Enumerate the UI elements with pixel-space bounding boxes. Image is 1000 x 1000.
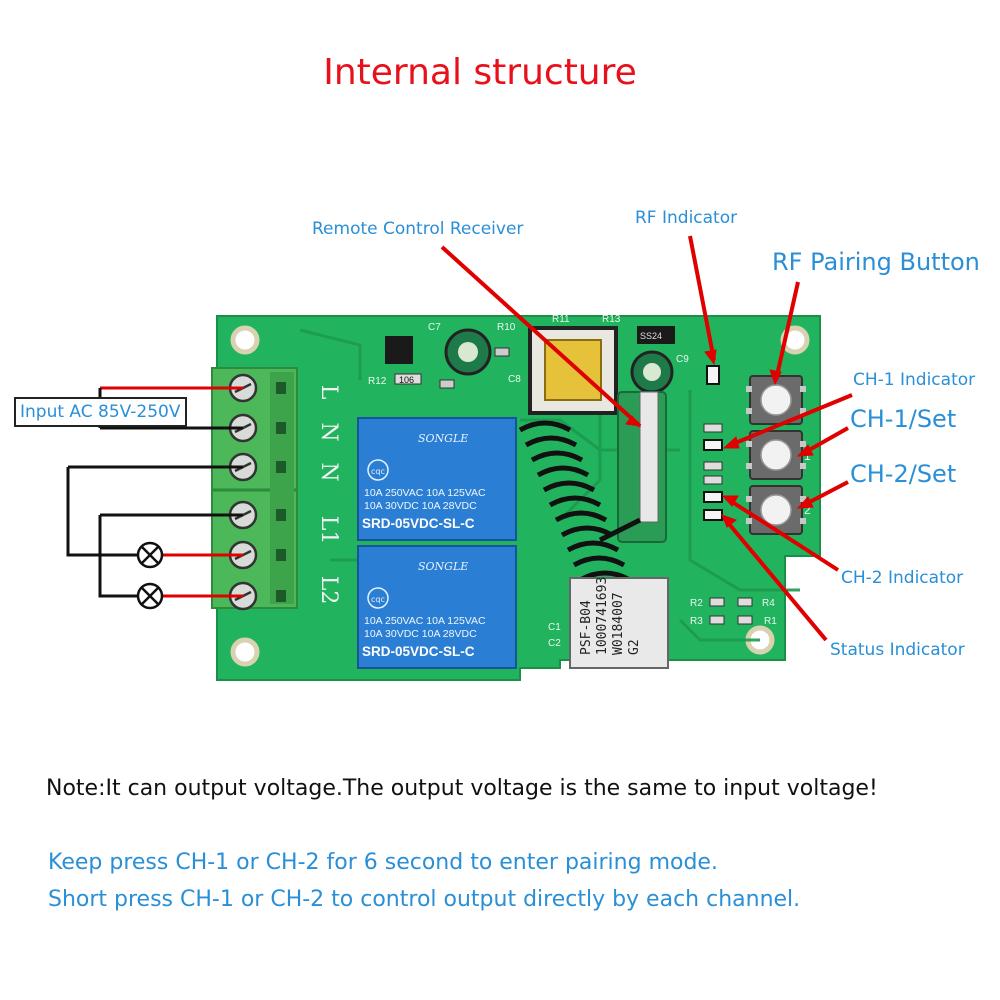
component-ref: R4: [762, 598, 775, 609]
chip-marking: G2: [627, 639, 642, 655]
relay-cert-mark: cqc: [371, 467, 385, 476]
instruction-short-press: Short press CH-1 or CH-2 to control outp…: [48, 887, 801, 912]
label-rf-pairing-button: RF Pairing Button: [772, 248, 980, 276]
pointer-status-indicator: [722, 516, 828, 642]
component-ref: R2: [690, 598, 703, 609]
pointer-lines: [440, 235, 853, 642]
status-indicator-led: [703, 509, 723, 521]
ch2-indicator-led: [703, 491, 723, 503]
button-mark: 2: [804, 503, 811, 517]
label-ch2-set: CH-2/Set: [850, 460, 957, 488]
lamp-l1: [136, 541, 164, 569]
terminal-silk-label: N: [316, 422, 341, 441]
component-ref: R12: [368, 376, 387, 387]
relay-model: SRD-05VDC-SL-C: [362, 516, 475, 531]
receiver-module: [617, 391, 667, 543]
leds: [703, 365, 753, 625]
instruction-pairing: Keep press CH-1 or CH-2 for 6 second to …: [48, 850, 718, 875]
wiring: [66, 386, 243, 598]
component-ref: R3: [690, 616, 703, 627]
terminal-silk-label: N: [316, 462, 341, 481]
relay-cert-mark: cqc: [371, 595, 385, 604]
terminal-silk-label: L2: [316, 576, 341, 605]
button-mark: 1: [804, 449, 811, 463]
antenna-coil: [518, 420, 642, 583]
pointer-ch1-indicator: [727, 393, 853, 448]
diode: [637, 326, 675, 344]
ch1-indicator-led: [703, 439, 723, 451]
component-ref: C9: [676, 354, 689, 365]
component-ref: R11: [552, 314, 570, 325]
component-ref: C2: [548, 638, 561, 649]
component-ref: R13: [602, 314, 621, 325]
label-status-indicator: Status Indicator: [830, 640, 965, 660]
relay-rating: 10A 250VAC 10A 125VAC: [364, 487, 486, 499]
relay-rating: 10A 250VAC 10A 125VAC: [364, 615, 486, 627]
pointer-rf-pairing: [774, 281, 800, 381]
label-remote-control-receiver: Remote Control Receiver: [312, 219, 524, 239]
relay-rating: 10A 30VDC 10A 28VDC: [364, 500, 477, 512]
common-wire: [98, 513, 243, 598]
chip-marking: PSF-B04: [579, 600, 594, 655]
neutral-wire: [66, 465, 243, 557]
pcb-mark: SS24: [640, 331, 662, 341]
component-ref: R1: [764, 616, 777, 627]
label-ch1-indicator: CH-1 Indicator: [853, 370, 976, 390]
relay-brand: SONGLE: [418, 432, 468, 445]
component-ref: R10: [497, 322, 516, 333]
terminal-silk-label: L1: [316, 516, 341, 545]
relay-model: SRD-05VDC-SL-C: [362, 644, 475, 659]
rf-indicator-led: [706, 365, 720, 385]
tactile-button[interactable]: [746, 430, 806, 480]
label-input-ac: Input AC 85V-250V: [14, 397, 187, 427]
pointer-rf-indicator: [688, 235, 716, 361]
terminal-silk-label: L: [316, 385, 341, 400]
page-title: Internal structure: [323, 52, 637, 93]
tactile-button[interactable]: [746, 485, 806, 535]
component-ref: C1: [548, 622, 561, 633]
label-ch2-indicator: CH-2 Indicator: [841, 568, 964, 588]
relay-brand: SONGLE: [418, 560, 468, 573]
mounting-hole: [230, 325, 260, 355]
chip-marking: W0184007: [611, 592, 626, 655]
label-rf-indicator: RF Indicator: [635, 208, 738, 228]
pcb-mark: 106: [399, 375, 414, 385]
chip-marking: 1000741693: [595, 577, 610, 655]
ic-chip: [385, 336, 413, 364]
component-ref: C7: [428, 322, 441, 333]
component-ref: C8: [508, 374, 521, 385]
terminal-block: [211, 367, 298, 611]
label-ch1-set: CH-1/Set: [850, 405, 957, 433]
mounting-hole: [230, 637, 260, 667]
pointer-receiver: [440, 245, 642, 428]
note-text: Note:It can output voltage.The output vo…: [46, 776, 878, 801]
relay-rating: 10A 30VDC 10A 28VDC: [364, 628, 477, 640]
lamp-l2: [136, 582, 164, 610]
pointer-ch2-indicator: [724, 496, 840, 572]
